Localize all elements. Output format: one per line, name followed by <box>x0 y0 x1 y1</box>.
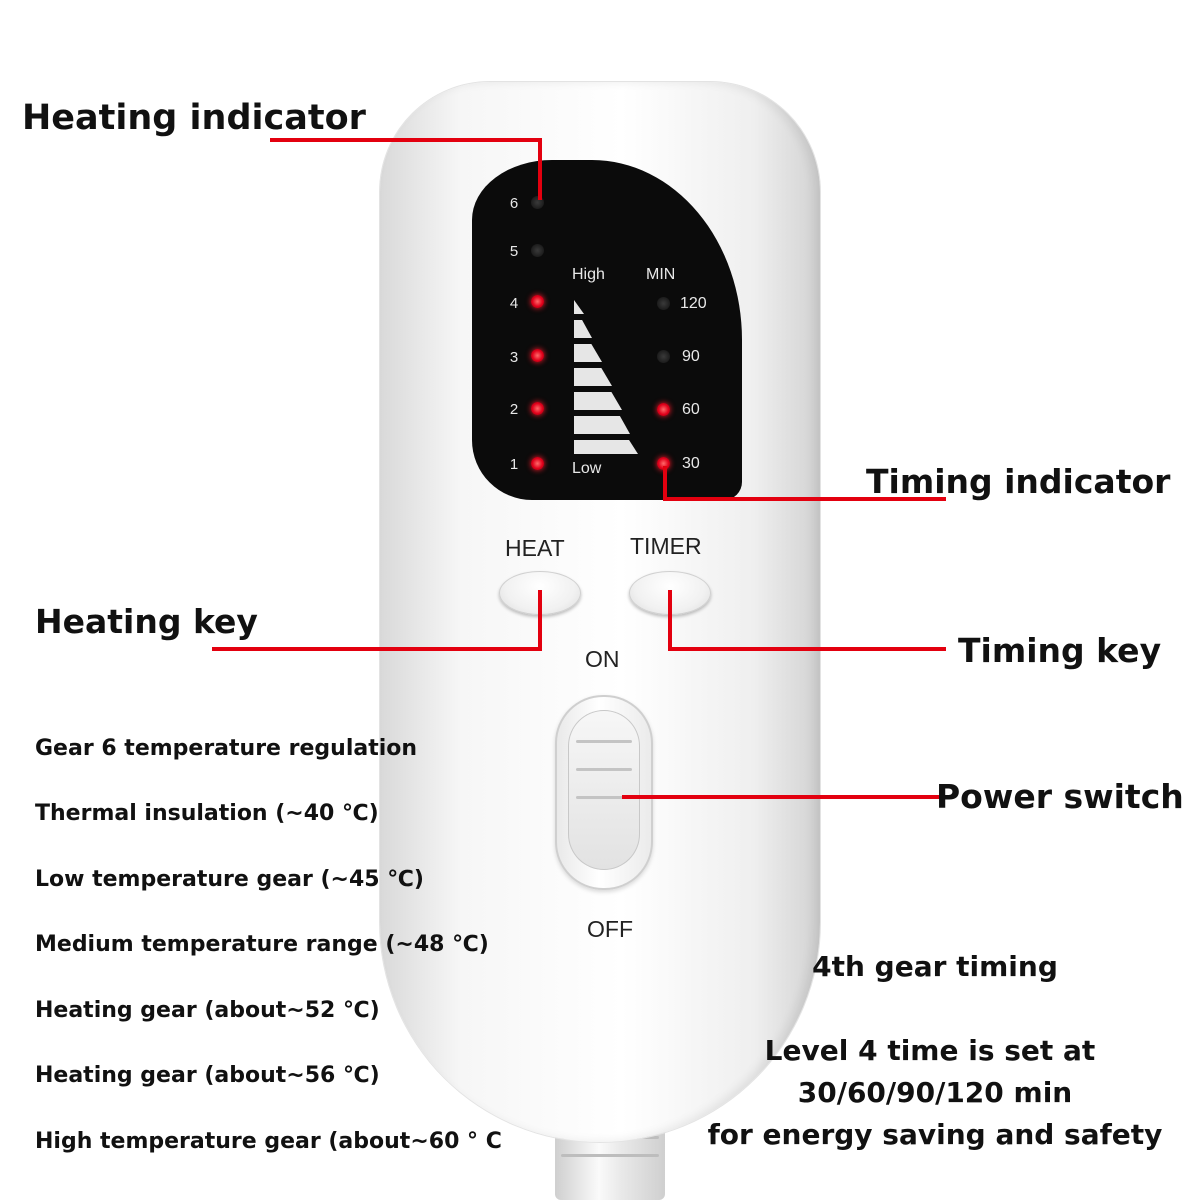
switch-off-label: OFF <box>587 916 633 942</box>
heat-level-4-led <box>531 295 544 308</box>
switch-on-label: ON <box>585 646 620 672</box>
heat-level-6-label: 6 <box>509 195 519 212</box>
heat-key-label: HEAT <box>505 535 565 561</box>
gear-info-item: Low temperature gear (~45 ℃) <box>35 867 424 892</box>
timing-note-title: 4th gear timing <box>812 950 1058 983</box>
heat-level-3-label: 3 <box>509 349 519 366</box>
gear-info-item: Heating gear (about~52 ℃) <box>35 998 380 1023</box>
timing-key-callout: Timing key <box>958 631 1162 670</box>
timer-60-label: 60 <box>682 401 700 418</box>
timing-note-line1: Level 4 time is set at <box>764 1034 1096 1067</box>
gear-info-item: High temperature gear (about~60 ° C <box>35 1129 502 1154</box>
timer-90-led <box>657 350 670 363</box>
power-switch[interactable] <box>568 710 640 870</box>
scale-high-label: High <box>572 266 605 283</box>
timer-120-led <box>657 297 670 310</box>
heat-level-2-led <box>531 402 544 415</box>
heat-level-5-label: 5 <box>509 243 519 260</box>
heating-key-callout: Heating key <box>35 602 258 641</box>
timer-30-label: 30 <box>682 455 700 472</box>
heating-indicator-callout: Heating indicator <box>22 98 366 138</box>
gear-info-item: Gear 6 temperature regulation <box>35 736 418 761</box>
timer-120-label: 120 <box>680 295 707 312</box>
power-switch-callout: Power switch <box>936 777 1184 816</box>
gear-info-item: Heating gear (about~56 ℃) <box>35 1063 380 1088</box>
heat-level-5-led <box>531 244 544 257</box>
timing-note-line3: for energy saving and safety <box>707 1118 1163 1151</box>
led-display-panel: 6 5 4 3 2 1 High Low MIN 120 90 60 30 <box>472 160 742 500</box>
gear-info-item: Thermal insulation (~40 ℃) <box>35 801 379 826</box>
timer-90-label: 90 <box>682 348 700 365</box>
heat-level-4-label: 4 <box>509 295 519 312</box>
heat-level-3-led <box>531 349 544 362</box>
timing-indicator-callout: Timing indicator <box>866 462 1171 501</box>
timer-key-label: TIMER <box>630 533 702 559</box>
timer-unit-label: MIN <box>646 266 676 283</box>
heat-level-1-label: 1 <box>509 456 519 473</box>
scale-low-label: Low <box>572 460 602 477</box>
gear-info-item: Medium temperature range (~48 ℃) <box>35 932 489 957</box>
timing-note-line2: 30/60/90/120 min <box>797 1076 1073 1109</box>
heat-level-1-led <box>531 457 544 470</box>
timer-60-led <box>657 403 670 416</box>
heat-level-2-label: 2 <box>509 401 519 418</box>
